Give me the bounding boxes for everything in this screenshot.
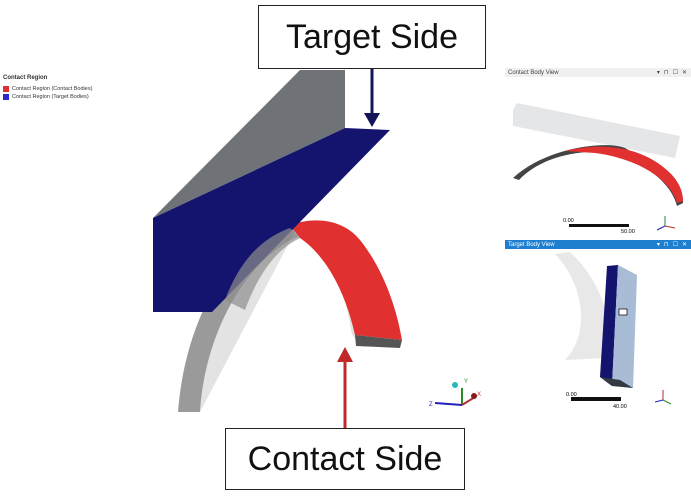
target-scale-min: 0.00 bbox=[566, 392, 577, 398]
contact-arrow-head bbox=[337, 347, 353, 362]
ring-edge bbox=[355, 335, 402, 348]
ring-inner-face bbox=[200, 222, 365, 412]
maximize-icon[interactable]: ☐ bbox=[672, 70, 678, 76]
target-body-view-titlebar[interactable]: Target Body View ▾⊓☐✕ bbox=[505, 240, 691, 249]
target-body-view-title: Target Body View bbox=[508, 241, 555, 248]
target-arrow-head bbox=[364, 113, 380, 127]
pin-icon[interactable]: ⊓ bbox=[663, 70, 669, 76]
triad-z-label: Z bbox=[429, 402, 433, 408]
contact-body-render: 0.00 50.00 bbox=[513, 103, 683, 235]
contact-body-view-title: Contact Body View bbox=[508, 69, 559, 76]
dropdown-icon[interactable]: ▾ bbox=[656, 70, 660, 76]
ring-contact-face bbox=[290, 220, 402, 340]
target-scale-max: 40.00 bbox=[613, 404, 627, 410]
target-block-side bbox=[153, 70, 345, 218]
target-side-callout: Target Side bbox=[258, 5, 486, 69]
contact-scale-min: 0.00 bbox=[563, 218, 574, 224]
target-body-view-panel[interactable]: Target Body View ▾⊓☐✕ 0.00 40.00 bbox=[505, 240, 691, 412]
contact-side-callout: Contact Side bbox=[225, 428, 465, 490]
legend-item-target: Contact Region (Target Bodies) bbox=[3, 94, 89, 100]
target-body-render: 0.00 40.00 bbox=[555, 252, 672, 410]
contact-body-view-panel[interactable]: Contact Body View ▾⊓☐✕ 0.00 50.00 bbox=[505, 68, 691, 240]
target-block-contact-face bbox=[153, 128, 390, 312]
triad-x-label: X bbox=[477, 392, 481, 398]
dropdown-icon[interactable]: ▾ bbox=[656, 242, 660, 248]
close-icon[interactable]: ✕ bbox=[681, 70, 687, 76]
legend-item-contact: Contact Region (Contact Bodies) bbox=[3, 86, 92, 92]
axis-triad-icon: Y X Z bbox=[429, 379, 481, 408]
triad-y-label: Y bbox=[464, 379, 468, 385]
axis-triad-icon bbox=[656, 216, 676, 231]
legend-title: Contact Region bbox=[3, 75, 48, 81]
maximize-icon[interactable]: ☐ bbox=[672, 242, 678, 248]
pin-icon[interactable]: ⊓ bbox=[663, 242, 669, 248]
contact-body-view-titlebar[interactable]: Contact Body View ▾⊓☐✕ bbox=[505, 68, 691, 77]
close-icon[interactable]: ✕ bbox=[681, 242, 687, 248]
ring-front bbox=[225, 228, 300, 310]
axis-triad-icon bbox=[654, 390, 672, 405]
contact-scale-max: 50.00 bbox=[621, 229, 635, 235]
